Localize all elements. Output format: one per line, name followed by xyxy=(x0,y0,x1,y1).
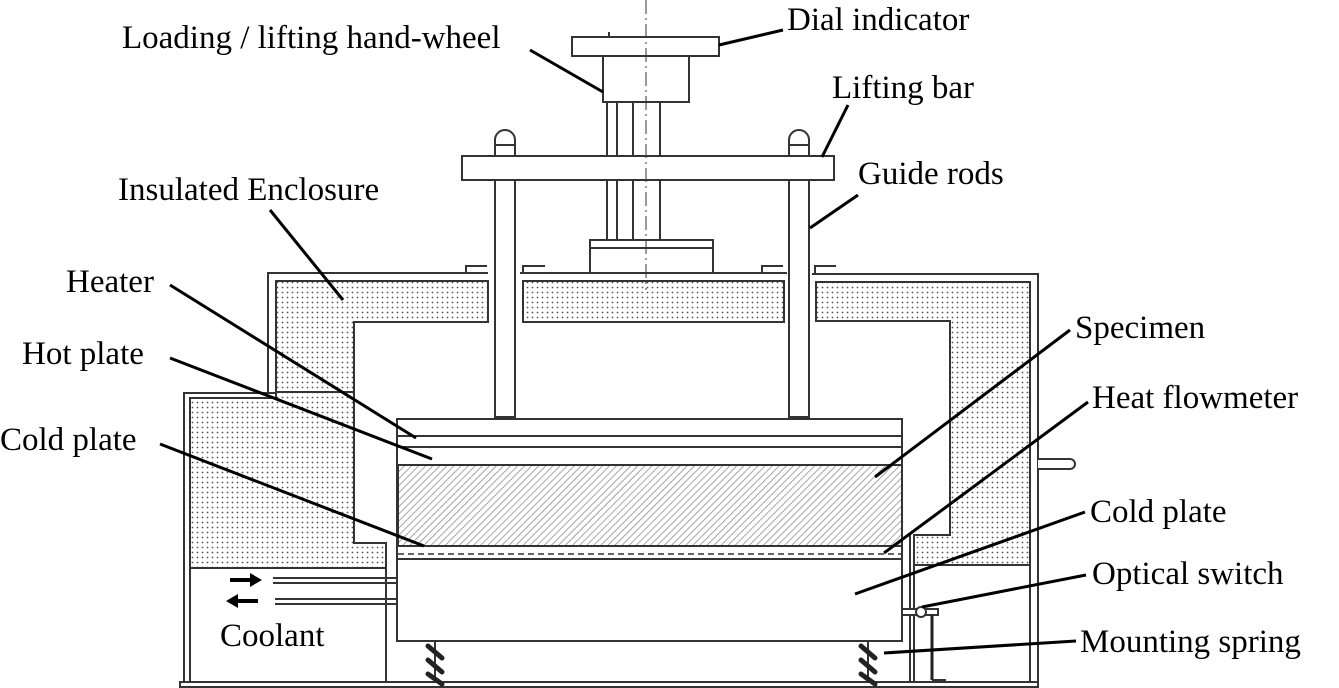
label-insulated-enclosure: Insulated Enclosure xyxy=(118,172,379,208)
mounting-springs xyxy=(425,641,878,687)
label-heat-flowmeter: Heat flowmeter xyxy=(1092,380,1298,416)
label-heater: Heater xyxy=(66,264,154,300)
label-mounting-spring: Mounting spring xyxy=(1080,624,1301,660)
arrow-left-icon xyxy=(226,594,258,608)
sample-stack xyxy=(396,418,903,642)
right-enclosure xyxy=(812,273,1076,682)
label-hand-wheel: Loading / lifting hand-wheel xyxy=(122,20,501,56)
label-specimen: Specimen xyxy=(1075,310,1205,346)
label-cold-plate-left: Cold plate xyxy=(0,422,137,458)
label-guide-rods: Guide rods xyxy=(858,156,1004,192)
label-coolant: Coolant xyxy=(220,618,325,654)
side-knob xyxy=(1038,458,1076,470)
specimen xyxy=(397,464,903,547)
label-dial-indicator: Dial indicator xyxy=(787,2,969,38)
base-plate xyxy=(179,681,1039,688)
leader-lines xyxy=(159,28,1089,655)
guide-rods xyxy=(494,129,810,418)
label-optical-switch: Optical switch xyxy=(1092,556,1284,592)
label-hot-plate: Hot plate xyxy=(22,336,144,372)
optical-switch xyxy=(901,606,946,681)
arrow-right-icon xyxy=(230,573,262,587)
load-block xyxy=(589,239,714,274)
lifting-bar xyxy=(461,155,835,181)
top-insulation xyxy=(522,280,785,323)
label-cold-plate-right: Cold plate xyxy=(1090,494,1227,530)
label-lifting-bar: Lifting bar xyxy=(832,70,974,106)
coolant-pipes xyxy=(226,573,397,608)
